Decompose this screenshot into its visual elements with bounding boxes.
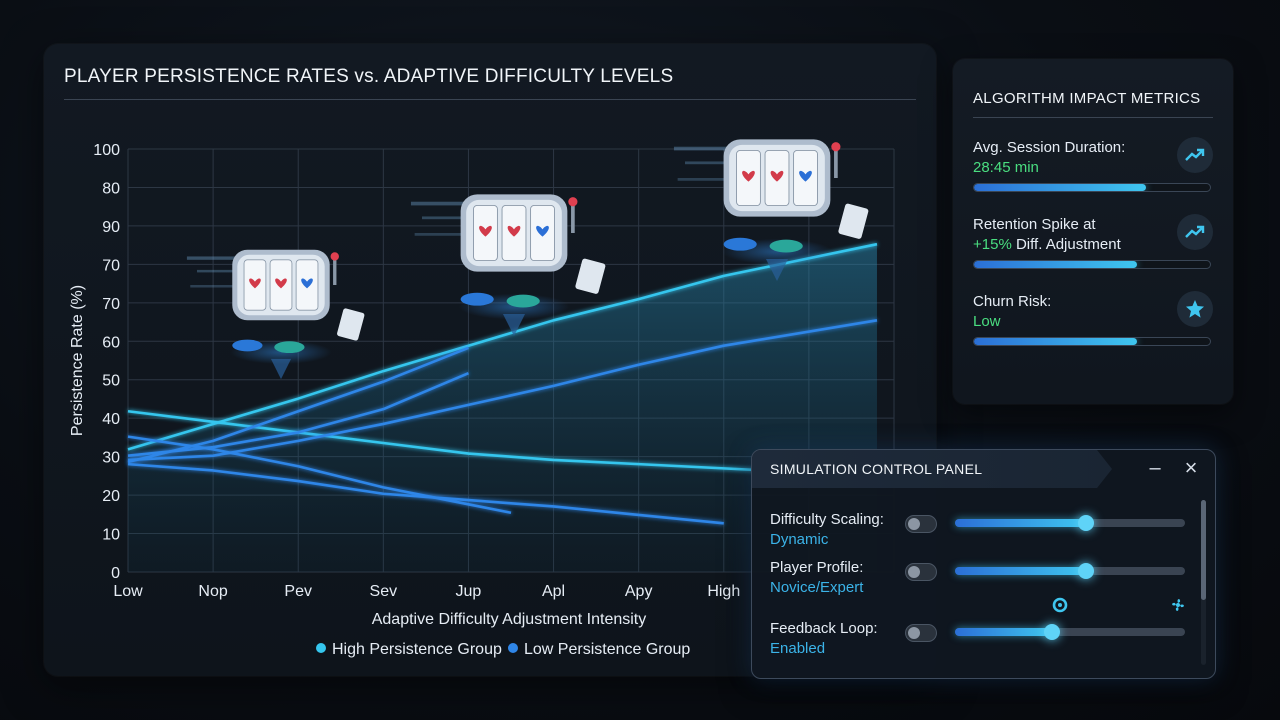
metric-session-duration: Avg. Session Duration: 28:45 min	[973, 137, 1213, 203]
algorithm-metrics-card: ALGORITHM IMPACT METRICS Avg. Session Du…	[953, 59, 1233, 404]
scrollbar-thumb[interactable]	[1201, 500, 1206, 600]
x-tick-label: Apy	[625, 583, 653, 600]
slot-machine-icon	[673, 139, 869, 282]
session-duration-bar	[973, 183, 1211, 192]
metrics-divider	[973, 117, 1213, 118]
feedback-loop-toggle[interactable]	[905, 624, 937, 642]
legend-label: Low Persistence Group	[524, 641, 690, 658]
metric-label: Avg. Session Duration:	[973, 139, 1126, 156]
trend-up-icon	[1177, 137, 1213, 173]
legend-label: High Persistence Group	[332, 641, 502, 658]
y-tick-label: 10	[102, 527, 120, 544]
star-badge-icon	[1177, 291, 1213, 327]
legend-marker	[508, 643, 518, 653]
x-tick-label: Apl	[542, 583, 565, 600]
y-tick-label: 50	[102, 373, 120, 390]
chip-icon	[1052, 597, 1068, 613]
series-line	[127, 371, 469, 457]
churn-risk-bar	[973, 337, 1211, 346]
y-tick-label: 70	[102, 257, 120, 274]
series-line	[127, 346, 469, 464]
slider-track	[955, 628, 1185, 636]
area-fill	[128, 244, 877, 573]
series-line	[127, 242, 878, 451]
trend-up-icon	[1177, 214, 1213, 250]
series-line	[127, 409, 809, 474]
slider-fill	[955, 519, 1087, 527]
y-tick-label: 70	[102, 296, 120, 313]
series-line	[127, 435, 512, 515]
row-label: Feedback Loop:	[770, 620, 878, 637]
difficulty-scaling-slider[interactable]	[955, 515, 1185, 531]
slot-machine-icon	[410, 194, 606, 337]
slider-fill	[955, 628, 1052, 636]
x-tick-label: Jup	[456, 583, 482, 600]
x-tick-label: Sev	[370, 583, 398, 600]
slider-thumb[interactable]	[1078, 515, 1095, 531]
toggle-knob	[908, 627, 920, 639]
fan-icon	[1170, 597, 1186, 613]
chart-card: PLAYER PERSISTENCE RATES vs. ADAPTIVE DI…	[44, 44, 936, 676]
metric-label: Churn Risk:	[973, 293, 1052, 310]
y-tick-label: 30	[102, 450, 120, 467]
minimize-button[interactable]: –	[1149, 457, 1161, 479]
y-tick-label: 80	[102, 180, 120, 197]
metric-retention-spike: Retention Spike at +15% Diff. Adjustment	[973, 214, 1213, 280]
control-panel-title: SIMULATION CONTROL PANEL	[770, 461, 983, 477]
slider-thumb[interactable]	[1043, 624, 1060, 640]
retention-spike-value: +15%	[973, 236, 1012, 253]
close-button[interactable]: ×	[1184, 455, 1198, 480]
y-tick-label: 40	[102, 411, 120, 428]
toggle-knob	[908, 518, 920, 530]
simulation-control-panel: SIMULATION CONTROL PANEL – × Difficulty …	[751, 449, 1216, 679]
slider-fill	[955, 567, 1087, 575]
metrics-title: ALGORITHM IMPACT METRICS	[973, 90, 1201, 107]
slot-machine-icon	[186, 249, 365, 380]
metric-value: 28:45 min	[973, 159, 1039, 176]
title-divider	[64, 99, 916, 100]
y-tick-label: 20	[102, 488, 120, 505]
x-tick-label: Low	[113, 583, 143, 600]
row-player-profile: Player Profile: Novice/Expert	[770, 559, 1190, 613]
row-feedback-loop: Feedback Loop: Enabled	[770, 620, 1190, 664]
row-label: Difficulty Scaling:	[770, 511, 884, 528]
y-tick-label: 100	[93, 142, 120, 159]
metric-value: +15% Diff. Adjustment	[973, 236, 1121, 253]
y-tick-label: 60	[102, 334, 120, 351]
player-profile-toggle[interactable]	[905, 563, 937, 581]
toggle-knob	[908, 566, 920, 578]
feedback-loop-slider[interactable]	[955, 624, 1185, 640]
x-axis-label: Adaptive Difficulty Adjustment Intensity	[372, 611, 647, 628]
series-line	[127, 319, 878, 462]
churn-risk-fill	[974, 338, 1137, 345]
retention-spike-bar	[973, 260, 1211, 269]
slider-thumb[interactable]	[1078, 563, 1095, 579]
difficulty-scaling-toggle[interactable]	[905, 515, 937, 533]
control-panel-scrollbar[interactable]	[1201, 500, 1206, 665]
y-axis-label: Persistence Rate (%)	[69, 285, 86, 436]
player-profile-slider[interactable]	[955, 563, 1185, 579]
control-panel-header: SIMULATION CONTROL PANEL – ×	[752, 450, 1215, 488]
x-tick-label: Nop	[198, 583, 227, 600]
row-difficulty-scaling: Difficulty Scaling: Dynamic	[770, 511, 1190, 555]
row-value: Dynamic	[770, 531, 829, 548]
row-value: Novice/Expert	[770, 579, 864, 596]
metric-churn-risk: Churn Risk: Low	[973, 291, 1213, 357]
row-value: Enabled	[770, 640, 826, 657]
x-tick-label: Pev	[284, 583, 312, 600]
session-duration-fill	[974, 184, 1147, 191]
metric-label: Retention Spike at	[973, 216, 1096, 233]
y-tick-label: 90	[102, 219, 120, 236]
x-tick-label: High	[707, 583, 740, 600]
header-tab	[752, 450, 1112, 488]
legend-marker	[316, 643, 326, 653]
y-tick-label: 0	[111, 565, 120, 582]
row-label: Player Profile:	[770, 559, 864, 576]
retention-spike-suffix: Diff. Adjustment	[1015, 236, 1121, 253]
metric-value: Low	[973, 313, 1001, 330]
chart-title: PLAYER PERSISTENCE RATES vs. ADAPTIVE DI…	[64, 66, 674, 87]
retention-spike-fill	[974, 261, 1137, 268]
